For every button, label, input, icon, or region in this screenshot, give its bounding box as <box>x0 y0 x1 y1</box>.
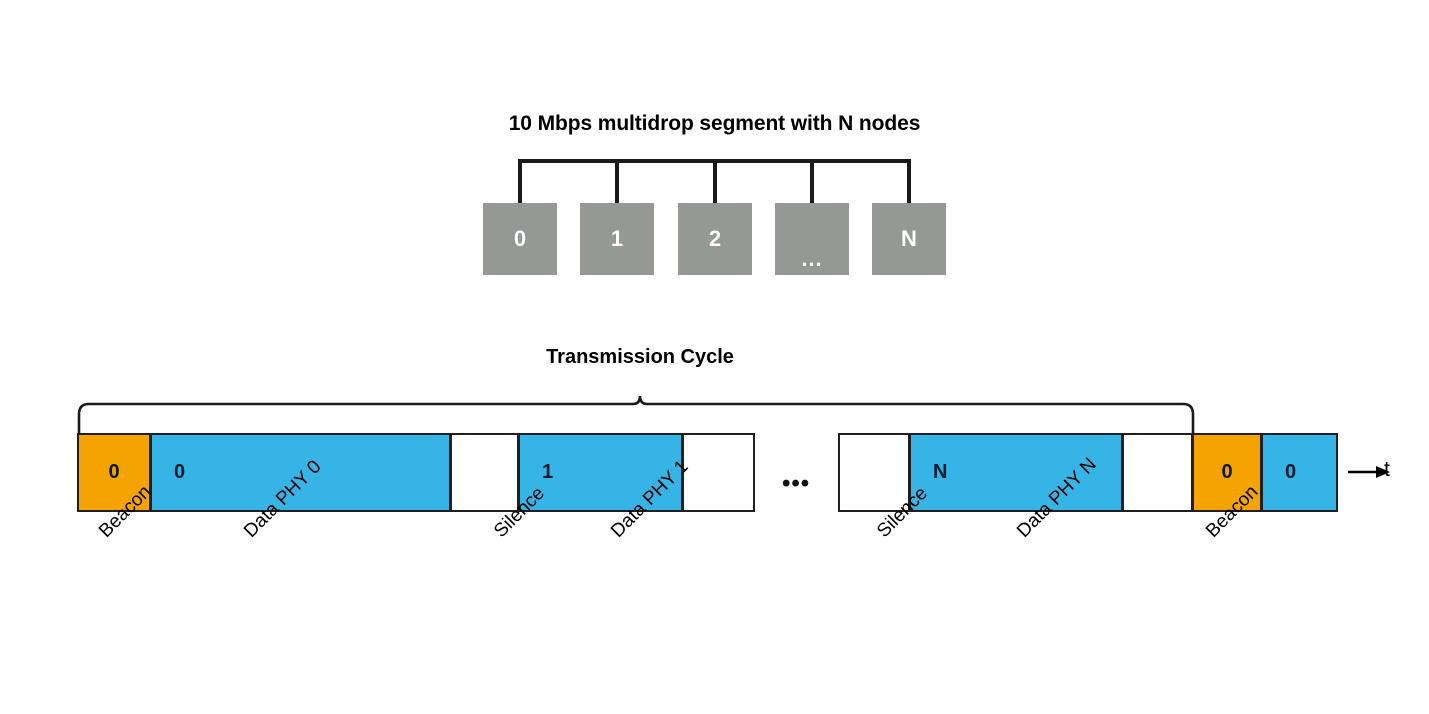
segment-label: N <box>933 461 948 483</box>
node-label: 2 <box>708 226 722 251</box>
bus-stub-2 <box>713 161 717 205</box>
node-label: ... <box>801 245 823 271</box>
node-box-2[interactable]: 2 <box>678 203 752 275</box>
node-box-ellipsis[interactable]: ... <box>775 203 849 275</box>
node-label: 1 <box>610 226 624 251</box>
bus-stub-0 <box>518 161 522 205</box>
segment-label: 0 <box>174 461 186 483</box>
segment-data-next[interactable]: 0 <box>1261 433 1338 512</box>
node-label: 0 <box>513 226 527 251</box>
segment-label: 1 <box>542 461 554 483</box>
segment-silence-1[interactable] <box>682 433 755 512</box>
node-label: N <box>901 226 917 251</box>
topology-title: 10 Mbps multidrop segment with N nodes <box>508 112 921 135</box>
bus-stub-3 <box>810 161 814 205</box>
node-box-1[interactable]: 1 <box>580 203 654 275</box>
bus-stub-1 <box>615 161 619 205</box>
segment-silence-0[interactable] <box>450 433 519 512</box>
node-box-0[interactable]: 0 <box>483 203 557 275</box>
transmission-cycle-label: Transmission Cycle <box>546 346 734 368</box>
transmission-cycle-bracket <box>77 395 1195 436</box>
segment-label: 0 <box>1285 461 1297 483</box>
segment-silence-3[interactable] <box>1122 433 1193 512</box>
segment-label: 0 <box>108 461 120 483</box>
time-axis-label: t <box>1384 458 1390 481</box>
segment-data-phy-0[interactable]: 0 <box>150 433 451 512</box>
segment-beacon-0[interactable]: 0 <box>77 433 151 512</box>
timeline-ellipsis: ••• <box>782 470 811 497</box>
time-arrow-icon <box>1348 466 1390 478</box>
bus-stub-4 <box>907 161 911 205</box>
segment-data-phy-1[interactable]: 1 <box>518 433 683 512</box>
node-box-n[interactable]: N <box>872 203 946 275</box>
segment-label: 0 <box>1221 461 1233 483</box>
